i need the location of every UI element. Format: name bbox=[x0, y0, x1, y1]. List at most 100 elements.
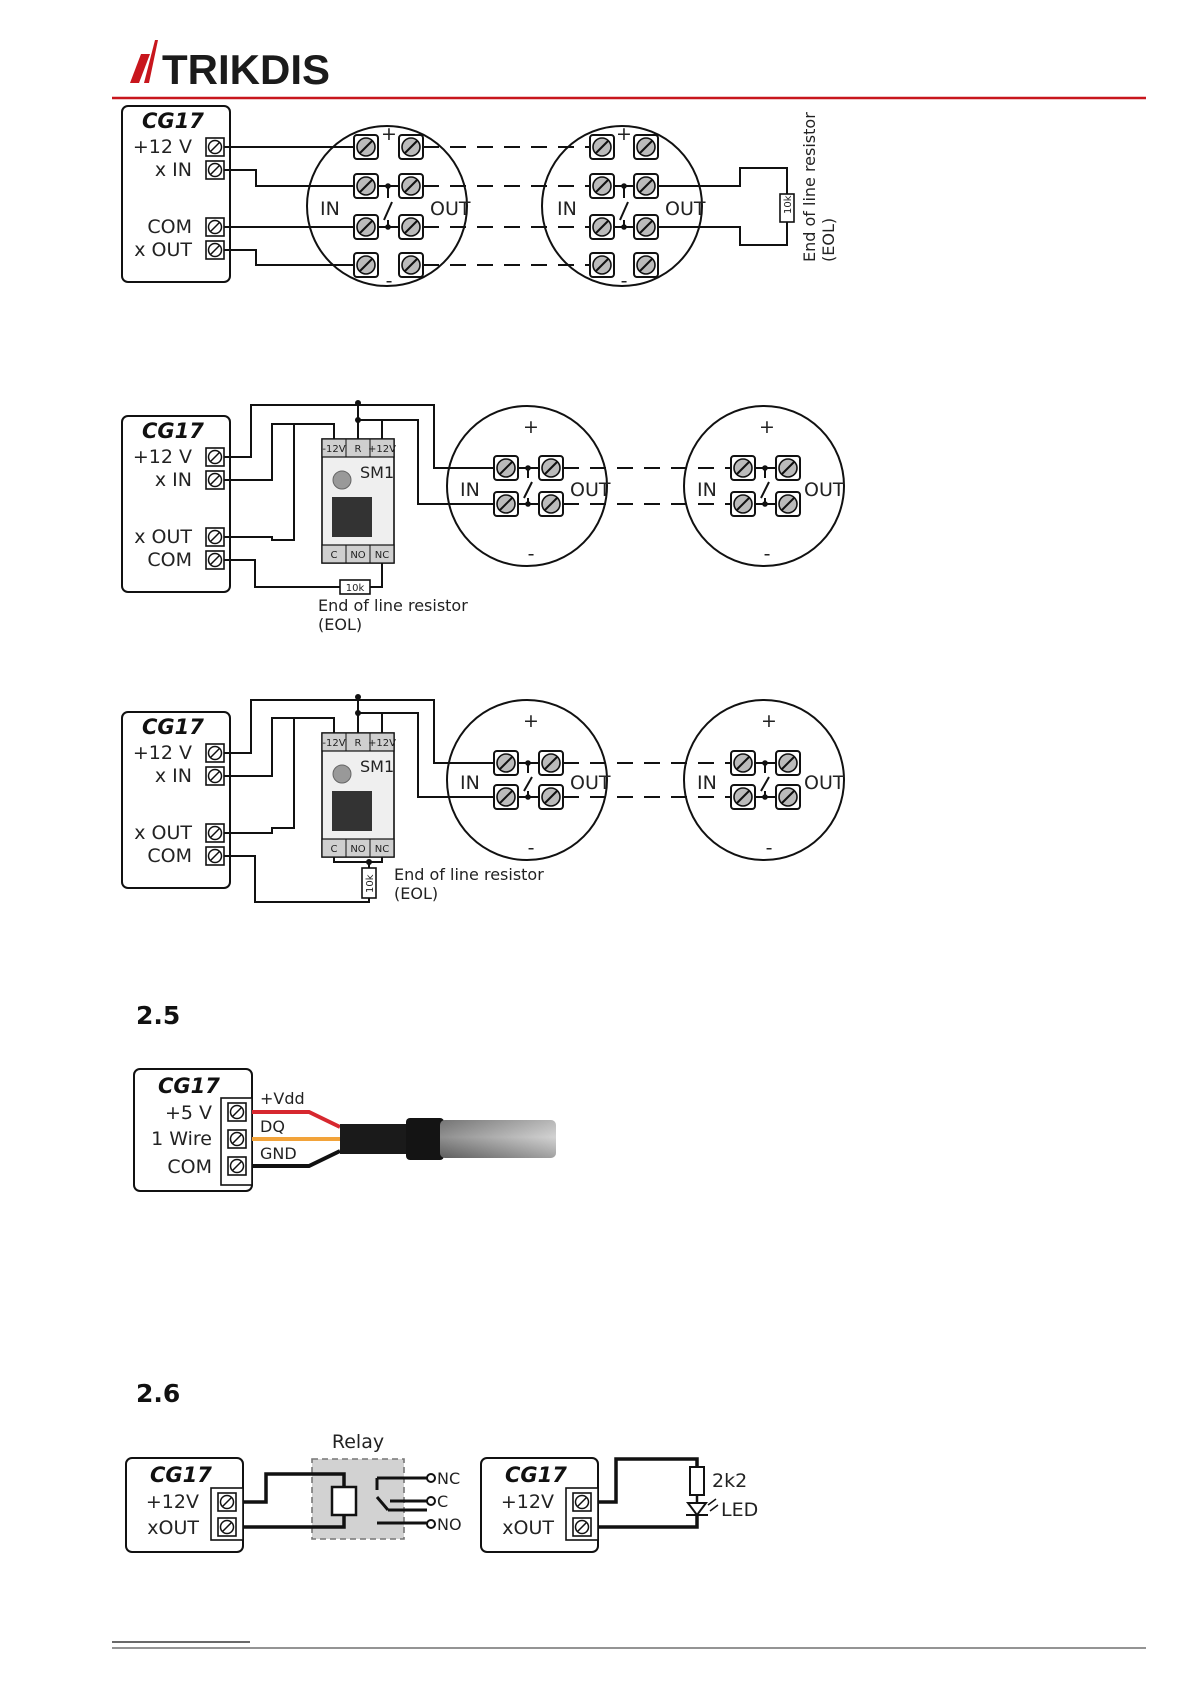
plus-sign: + bbox=[759, 416, 775, 438]
relay-coil bbox=[330, 1485, 358, 1517]
terminal-label: +12 V bbox=[133, 742, 192, 764]
screw-terminal bbox=[538, 784, 564, 810]
screw-terminal bbox=[538, 455, 564, 481]
led-icon bbox=[686, 1502, 708, 1517]
led-label: LED bbox=[721, 1499, 758, 1521]
device-label: CG17 bbox=[142, 419, 204, 443]
wire-label: DQ bbox=[260, 1117, 285, 1136]
screw-terminal bbox=[589, 173, 615, 199]
screw-terminal bbox=[205, 240, 225, 260]
terminal-label: +12V bbox=[501, 1491, 554, 1513]
screw-terminal bbox=[205, 743, 225, 763]
screw-terminal bbox=[227, 1156, 247, 1176]
module-terminal-label: -12V bbox=[322, 738, 345, 749]
terminal-label: +12V bbox=[146, 1491, 199, 1513]
brand-name: TRIKDIS bbox=[162, 46, 330, 93]
device-label: CG17 bbox=[505, 1463, 567, 1487]
relay-contact-label: NO bbox=[437, 1515, 462, 1534]
module-terminal-label: NC bbox=[375, 844, 389, 855]
module-relay bbox=[332, 791, 372, 831]
minus-sign: - bbox=[764, 543, 771, 565]
module-terminal-label: NO bbox=[350, 844, 365, 855]
terminal-label: x OUT bbox=[134, 822, 192, 844]
screw-terminal bbox=[493, 491, 519, 517]
screw-terminal bbox=[205, 137, 225, 157]
module-name: SM1 bbox=[360, 757, 394, 776]
header: TRIKDIS bbox=[112, 40, 1146, 100]
sensor-sleeve bbox=[406, 1118, 444, 1160]
terminal-label: xOUT bbox=[147, 1517, 199, 1539]
in-label: IN bbox=[697, 479, 717, 501]
module-terminal-label: C bbox=[331, 550, 338, 561]
resistor-value: 2k2 bbox=[712, 1470, 747, 1492]
eol-label: End of line resistor bbox=[800, 112, 819, 262]
section-2-6-output-connections: 2.6 CG17 +12V xOUT Relay NC C NO CG17 +1… bbox=[125, 1379, 758, 1553]
screw-terminal bbox=[353, 173, 379, 199]
wire-label: GND bbox=[260, 1144, 297, 1163]
screw-terminal bbox=[227, 1102, 247, 1122]
out-label: OUT bbox=[430, 198, 471, 220]
resistor-value: 10k bbox=[783, 195, 794, 214]
section-number: 2.5 bbox=[136, 1001, 180, 1030]
module-terminal-label: R bbox=[355, 738, 362, 749]
screw-terminal bbox=[730, 455, 756, 481]
resistor-2k2 bbox=[689, 1466, 705, 1496]
minus-sign: - bbox=[528, 543, 535, 565]
screw-terminal bbox=[398, 214, 424, 240]
screw-terminal bbox=[572, 1517, 592, 1537]
screw-terminal bbox=[493, 784, 519, 810]
module-terminal-label: +12V bbox=[368, 738, 396, 749]
module-terminal-label: -12V bbox=[322, 444, 345, 455]
wire-gnd bbox=[252, 1149, 341, 1168]
eol-label: (EOL) bbox=[819, 218, 838, 262]
diagram-2-sm1-module: CG17 +12 V x IN x OUT COM -12V R +12V C … bbox=[121, 400, 845, 634]
in-label: IN bbox=[460, 772, 480, 794]
wire-vdd bbox=[252, 1110, 341, 1129]
out-label: OUT bbox=[570, 772, 611, 794]
terminal-label: +12 V bbox=[133, 446, 192, 468]
eol-resistor bbox=[779, 193, 795, 223]
eol-label: End of line resistor bbox=[318, 596, 468, 615]
screw-terminal bbox=[353, 214, 379, 240]
screw-terminal bbox=[589, 214, 615, 240]
screw-terminal bbox=[775, 784, 801, 810]
screw-terminal bbox=[205, 823, 225, 843]
out-label: OUT bbox=[665, 198, 706, 220]
sensor-cable bbox=[340, 1124, 410, 1154]
screw-terminal bbox=[538, 750, 564, 776]
module-terminal-label: NO bbox=[350, 550, 365, 561]
resistor-value: 10k bbox=[346, 583, 365, 594]
diagram-3-sm1-module-eol: CG17 +12 V x IN x OUT COM -12V R +12V C … bbox=[121, 694, 845, 903]
out-label: OUT bbox=[804, 479, 845, 501]
screw-terminal bbox=[730, 491, 756, 517]
module-name: SM1 bbox=[360, 463, 394, 482]
module-relay bbox=[332, 497, 372, 537]
device-label: CG17 bbox=[142, 109, 204, 133]
screw-terminal bbox=[775, 750, 801, 776]
screw-terminal bbox=[730, 784, 756, 810]
cg17-controller bbox=[121, 105, 231, 283]
screw-terminal bbox=[589, 134, 615, 160]
eol-label: (EOL) bbox=[394, 884, 438, 903]
screw-terminal bbox=[205, 846, 225, 866]
screw-terminal bbox=[398, 134, 424, 160]
detector-base bbox=[446, 699, 608, 861]
screw-terminal bbox=[633, 173, 659, 199]
terminal-label: COM bbox=[147, 216, 192, 238]
screw-terminal bbox=[217, 1492, 237, 1512]
screw-terminal bbox=[730, 750, 756, 776]
terminal-label: x OUT bbox=[134, 239, 192, 261]
screw-terminal bbox=[227, 1129, 247, 1149]
minus-sign: - bbox=[528, 837, 535, 859]
detector-base bbox=[541, 125, 703, 287]
terminal-label: 1 Wire bbox=[151, 1128, 212, 1150]
detector-base bbox=[683, 405, 845, 567]
out-label: OUT bbox=[804, 772, 845, 794]
screw-terminal bbox=[572, 1492, 592, 1512]
eol-label: (EOL) bbox=[318, 615, 362, 634]
screw-terminal bbox=[217, 1517, 237, 1537]
screw-terminal bbox=[633, 214, 659, 240]
in-label: IN bbox=[697, 772, 717, 794]
screw-terminal bbox=[633, 134, 659, 160]
